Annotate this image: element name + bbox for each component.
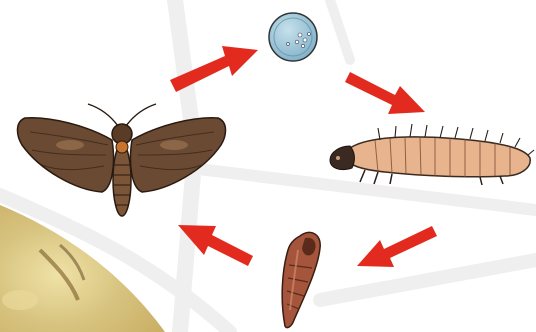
egg-icon — [269, 13, 317, 61]
pupa-icon — [282, 232, 320, 327]
arrow-larva-to-pupa — [357, 226, 437, 267]
larva-icon — [330, 124, 534, 185]
arrow-egg-to-larva — [345, 72, 425, 114]
